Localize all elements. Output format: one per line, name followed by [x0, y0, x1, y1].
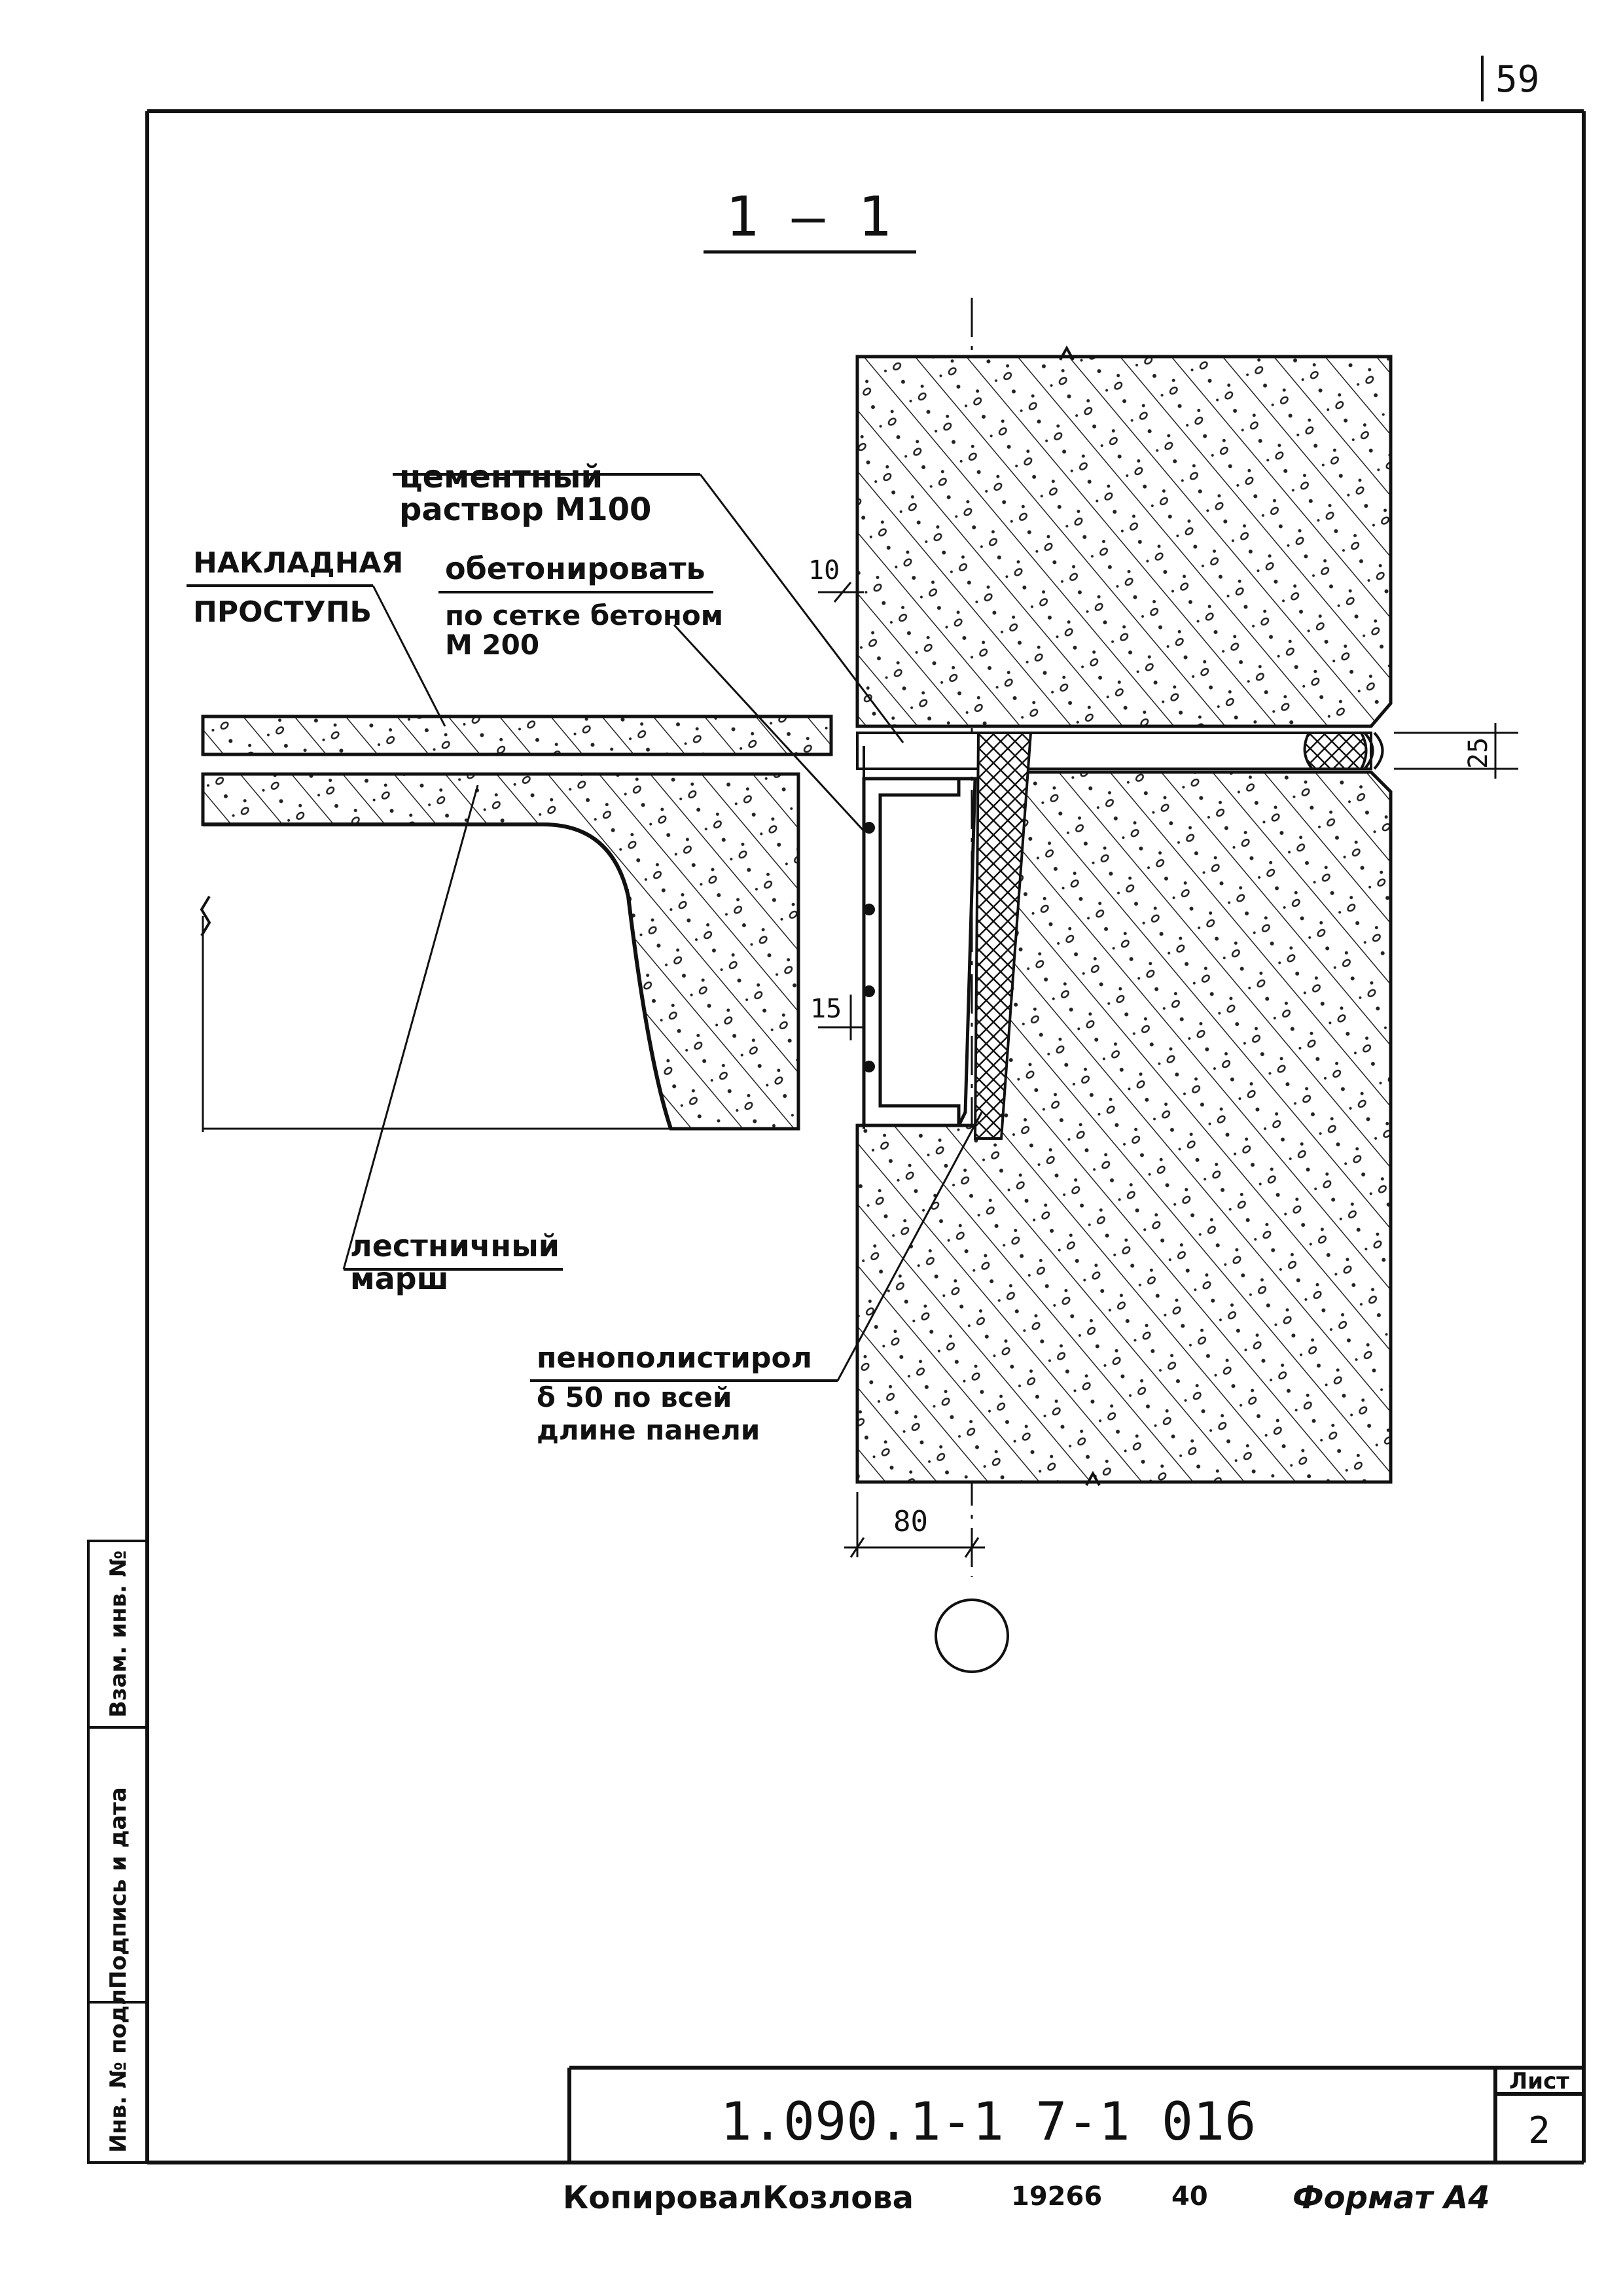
- leader-stair-flight: [342, 785, 479, 1270]
- joint-seal-mastic: [1363, 732, 1384, 770]
- stair-flight-slab: [201, 772, 800, 1131]
- label-overlay-tread-1: НАКЛАДНАЯ: [193, 546, 403, 580]
- dimension-25: [1394, 723, 1518, 779]
- label-polystyrene-1: пенополистирол: [537, 1341, 812, 1375]
- label-overlay-tread-2: ПРОСТУПЬ: [193, 595, 372, 629]
- footer-copied-by-label: Копировал: [563, 2180, 762, 2216]
- stamp-inv-orig: Инв. № подл.: [105, 1981, 132, 2153]
- footer-copies: 40: [1171, 2181, 1208, 2212]
- label-cement-mortar-2: раствор М100: [399, 491, 651, 528]
- steel-channel: [862, 777, 961, 1127]
- dimension-label-80: 80: [893, 1505, 928, 1538]
- stair-break-mark: [200, 895, 211, 937]
- overlay-tread: [201, 715, 833, 756]
- leader-cement-mortar: [699, 474, 904, 743]
- section-title: 1 – 1: [726, 185, 891, 249]
- stamp-replaces-inv: Взам. инв. №: [105, 1550, 132, 1718]
- footer-format: Формат А4: [1293, 2180, 1490, 2216]
- axis-marker-circle: [935, 1598, 1009, 1673]
- horizontal-joint: [856, 732, 1372, 770]
- polystyrene-insert: [973, 732, 1033, 1140]
- title-block-sheet-number: 2: [1528, 2110, 1550, 2152]
- dimension-10: [818, 582, 864, 603]
- dimension-label-25: 25: [1463, 737, 1493, 769]
- stair-flight-soffit: [203, 822, 673, 1129]
- channel-web: [957, 777, 977, 1127]
- label-stair-flight-1: лестничный: [350, 1228, 560, 1263]
- leader-overlay-tread: [372, 585, 446, 727]
- stamp-sign-date: Подпись и дата: [105, 1787, 132, 1989]
- break-mark-top: [1059, 345, 1075, 361]
- dimension-label-10: 10: [808, 556, 840, 586]
- rebar-dots: [863, 822, 875, 1072]
- label-polystyrene-2: δ 50 по всей: [537, 1381, 732, 1413]
- dimension-15: [818, 995, 864, 1040]
- joint-sealant: [1303, 732, 1368, 770]
- label-polystyrene-3: длине панели: [537, 1414, 760, 1446]
- title-block-code: 1.090.1-1 7-1 016: [721, 2091, 1257, 2152]
- footer-copied-by-name: Козлова: [762, 2180, 914, 2216]
- dimension-80: [844, 1492, 985, 1558]
- label-concrete-fill-1: обетонировать: [445, 551, 705, 586]
- label-cement-mortar-1: цементный: [399, 459, 603, 495]
- leader-concrete-fill: [673, 624, 865, 832]
- upper-wall-panel: [855, 355, 1393, 728]
- label-concrete-fill-3: М 200: [445, 629, 539, 661]
- footer-order-number: 19266: [1011, 2181, 1102, 2212]
- drawing-frame: [145, 109, 1586, 2164]
- side-stamp: [87, 1540, 149, 2164]
- label-stair-flight-2: марш: [350, 1261, 448, 1296]
- page-number: 59: [1495, 58, 1539, 101]
- label-concrete-fill-2: по сетке бетоном: [445, 599, 723, 631]
- dimension-label-15: 15: [810, 994, 842, 1024]
- break-mark-bottom: [1085, 1470, 1101, 1486]
- leader-polystyrene: [836, 1112, 983, 1381]
- title-block: [567, 2066, 1584, 2163]
- title-block-sheet-label: Лист: [1509, 2068, 1569, 2094]
